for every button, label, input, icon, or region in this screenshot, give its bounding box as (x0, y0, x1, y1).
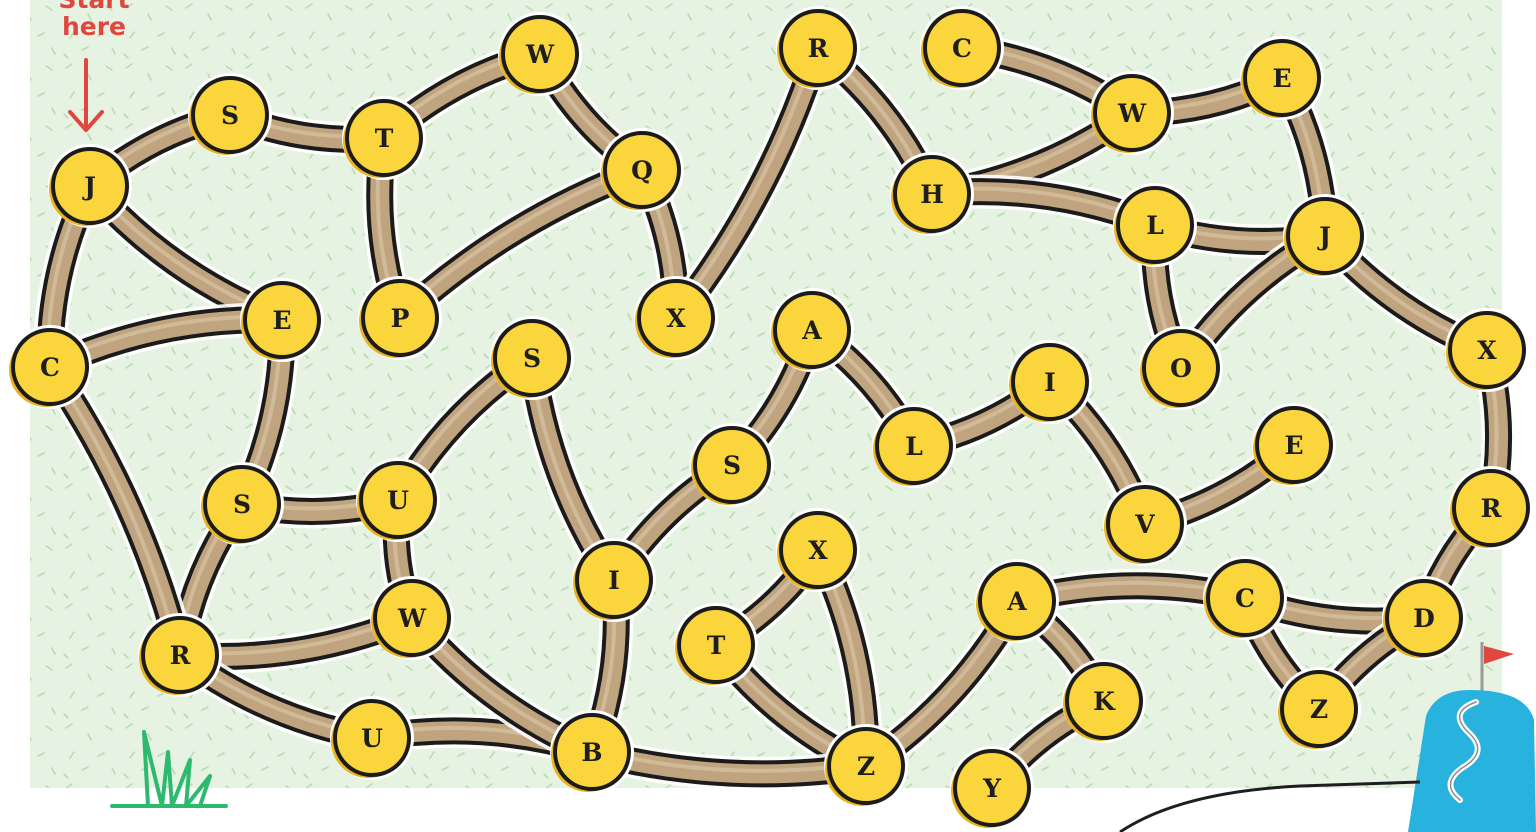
node-letter: R (170, 641, 191, 670)
letter-node-l[interactable]: L (872, 404, 956, 488)
node-letter: C (952, 34, 972, 63)
node-letter: K (1093, 687, 1116, 716)
node-letter: W (1117, 99, 1147, 128)
node-letter: S (723, 451, 741, 480)
node-letter: D (1413, 604, 1435, 633)
node-letter: P (391, 304, 410, 333)
node-letter: C (40, 353, 60, 382)
letter-node-t[interactable]: T (342, 96, 426, 180)
letter-node-u[interactable]: U (356, 458, 440, 542)
sand-trap (1120, 782, 1420, 832)
letter-node-r[interactable]: R (138, 613, 222, 697)
node-letter: X (666, 304, 686, 333)
letter-node-e[interactable]: E (240, 278, 324, 362)
node-letter: O (1170, 354, 1192, 383)
node-letter: Y (982, 774, 1002, 803)
letter-node-v[interactable]: V (1103, 482, 1187, 566)
letter-node-a[interactable]: A (975, 559, 1059, 643)
letter-node-x[interactable]: X (634, 276, 718, 360)
letter-node-d[interactable]: D (1382, 576, 1466, 660)
letter-node-s[interactable]: S (200, 462, 284, 546)
node-letter: S (523, 344, 541, 373)
letter-node-r[interactable]: R (1449, 466, 1533, 550)
letter-node-c[interactable]: C (8, 325, 92, 409)
node-letter: S (221, 101, 239, 130)
letter-node-z[interactable]: Z (1277, 667, 1361, 751)
letter-node-h[interactable]: H (890, 152, 974, 236)
letter-node-u[interactable]: U (330, 696, 414, 780)
node-letter: J (82, 172, 96, 201)
letter-node-j[interactable]: J (1283, 194, 1367, 278)
letter-node-y[interactable]: Y (950, 746, 1034, 830)
letter-node-k[interactable]: K (1062, 659, 1146, 743)
letter-node-x[interactable]: X (1445, 308, 1529, 392)
node-letter: A (801, 316, 822, 345)
node-letter: W (525, 40, 555, 69)
node-letter: R (1481, 494, 1502, 523)
node-letter: V (1134, 510, 1155, 539)
letter-node-e[interactable]: E (1252, 403, 1336, 487)
letter-node-c[interactable]: C (1203, 556, 1287, 640)
node-letter: W (397, 604, 427, 633)
letter-node-x[interactable]: X (776, 508, 860, 592)
letter-node-i[interactable]: I (572, 538, 656, 622)
node-letter: Q (631, 156, 653, 185)
letter-node-w[interactable]: W (498, 12, 582, 96)
node-letter: I (1044, 368, 1056, 397)
letter-node-s[interactable]: S (188, 73, 272, 157)
node-letter: Z (857, 752, 875, 781)
letter-node-j[interactable]: J (48, 144, 132, 228)
letter-node-s[interactable]: S (690, 423, 774, 507)
letter-node-b[interactable]: B (550, 710, 634, 794)
node-letter: X (808, 536, 828, 565)
start-label: Start here (44, 0, 144, 40)
letter-node-s[interactable]: S (490, 316, 574, 400)
start-label-line2: here (44, 13, 144, 40)
letter-node-w[interactable]: W (370, 576, 454, 660)
letter-node-t[interactable]: T (674, 603, 758, 687)
node-letter: Z (1310, 695, 1328, 724)
letter-node-a[interactable]: A (770, 288, 854, 372)
node-letter: E (1272, 64, 1291, 93)
node-letter: H (920, 180, 944, 209)
letter-node-l[interactable]: L (1113, 183, 1197, 267)
node-letter: I (608, 566, 620, 595)
letter-node-i[interactable]: I (1008, 340, 1092, 424)
node-letter: E (272, 306, 291, 335)
node-letter: S (233, 490, 251, 519)
node-letter: B (581, 738, 602, 767)
letter-node-c[interactable]: C (920, 6, 1004, 90)
letter-node-p[interactable]: P (358, 276, 442, 360)
letter-node-o[interactable]: O (1139, 326, 1223, 410)
node-letter: L (1146, 211, 1164, 240)
letter-node-z[interactable]: Z (824, 724, 908, 808)
letter-node-w[interactable]: W (1090, 71, 1174, 155)
node-letter: C (1235, 584, 1255, 613)
node-letter: J (1317, 222, 1331, 251)
letter-node-e[interactable]: E (1240, 36, 1324, 120)
node-letter: X (1477, 336, 1497, 365)
node-letter: U (387, 486, 409, 515)
node-letter: T (707, 631, 726, 660)
node-letter: R (808, 34, 829, 63)
node-letter: E (1284, 431, 1303, 460)
node-letter: A (1006, 587, 1027, 616)
letter-node-q[interactable]: Q (600, 128, 684, 212)
letter-node-r[interactable]: R (776, 6, 860, 90)
node-letter: T (375, 124, 394, 153)
node-letter: L (905, 432, 923, 461)
node-letter: U (361, 724, 383, 753)
